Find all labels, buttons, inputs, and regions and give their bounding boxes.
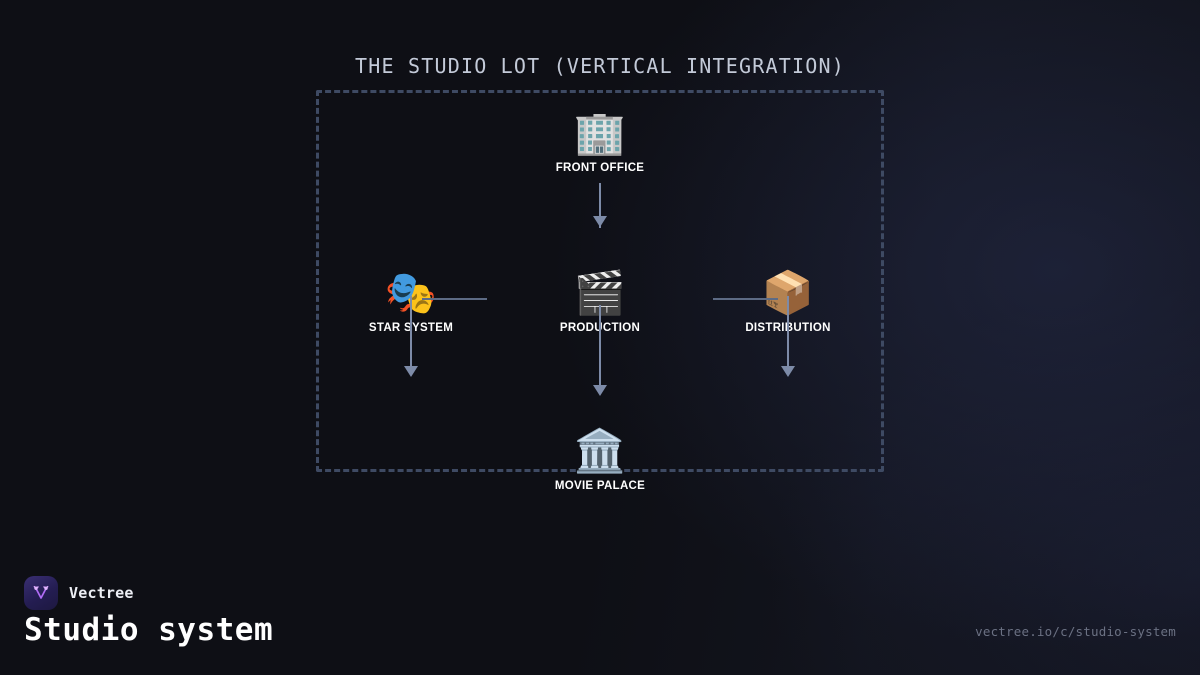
arrowhead-front-office-to-production <box>593 216 607 227</box>
arrowhead-production-to-movie-palace <box>593 385 607 396</box>
classical-building-icon: 🏛️ <box>573 426 627 475</box>
vectree-branch-icon <box>33 585 49 599</box>
arrowhead-distribution-down <box>781 366 795 377</box>
deck-title: Studio system <box>24 612 274 648</box>
node-label-front-office: FRONT OFFICE <box>555 162 645 174</box>
office-building-icon: 🏢 <box>573 108 627 157</box>
node-label-movie-palace: MOVIE PALACE <box>554 480 646 492</box>
diagram-title: THE STUDIO LOT (VERTICAL INTEGRATION) <box>355 54 845 78</box>
brand-name: Vectree <box>69 584 134 602</box>
vectree-logo <box>24 576 58 610</box>
brand-row: Vectree <box>24 576 134 610</box>
connector-front-office-to-production <box>599 183 601 228</box>
connector-star-system-down <box>410 296 412 366</box>
studio-lot-boundary <box>316 90 884 472</box>
node-movie-palace[interactable]: 🏛️ MOVIE PALACE <box>520 426 680 493</box>
connector-distribution-down <box>787 296 789 366</box>
node-front-office[interactable]: 🏢 FRONT OFFICE <box>520 108 680 175</box>
arrowhead-star-system-down <box>404 366 418 377</box>
connector-star-system-to-production <box>422 298 487 300</box>
connector-production-to-movie-palace <box>599 305 601 387</box>
footer-url: vectree.io/c/studio-system <box>975 624 1176 639</box>
connector-distribution-to-production <box>713 298 778 300</box>
